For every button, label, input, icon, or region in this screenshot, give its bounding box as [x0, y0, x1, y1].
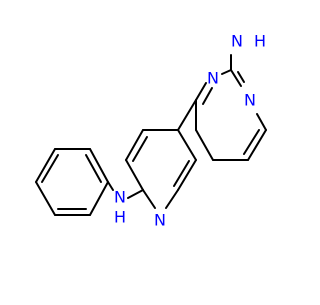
- bond: [125, 159, 144, 191]
- bond: [35, 181, 56, 216]
- bond: [35, 148, 56, 183]
- bond: [177, 159, 197, 191]
- molecule-canvas: N H N N N N H: [35, 32, 267, 230]
- linker-h-label: H: [114, 208, 126, 227]
- bond: [85, 154, 102, 183]
- bond: [132, 136, 148, 162]
- pyrimidine-n3-label: N: [244, 91, 256, 110]
- structure-diagram: N H N N N N H: [35, 32, 267, 230]
- amino-n-label: N: [231, 32, 243, 51]
- amino-h-label: H: [254, 32, 266, 51]
- bond: [89, 181, 109, 216]
- bond: [177, 99, 197, 131]
- bond: [127, 189, 144, 199]
- pyrimidine-n1-label: N: [207, 69, 219, 88]
- bond: [237, 71, 245, 83]
- bond: [195, 129, 214, 161]
- bond: [243, 129, 260, 155]
- bond: [247, 129, 267, 161]
- bond: [195, 82, 207, 101]
- bond: [202, 87, 213, 105]
- bond: [173, 160, 190, 187]
- pyridine-n-label: N: [154, 211, 166, 230]
- bond: [107, 181, 114, 191]
- bond: [221, 69, 232, 75]
- bonds: [35, 54, 267, 216]
- bond: [230, 69, 242, 87]
- bond: [177, 129, 197, 161]
- bond: [142, 189, 156, 209]
- bond: [125, 129, 144, 161]
- bond: [165, 189, 179, 209]
- atom-labels: N H N N N N H: [114, 32, 266, 230]
- bond: [41, 154, 59, 183]
- linker-n-label: N: [114, 188, 126, 207]
- bond: [256, 113, 267, 131]
- bond: [89, 148, 109, 183]
